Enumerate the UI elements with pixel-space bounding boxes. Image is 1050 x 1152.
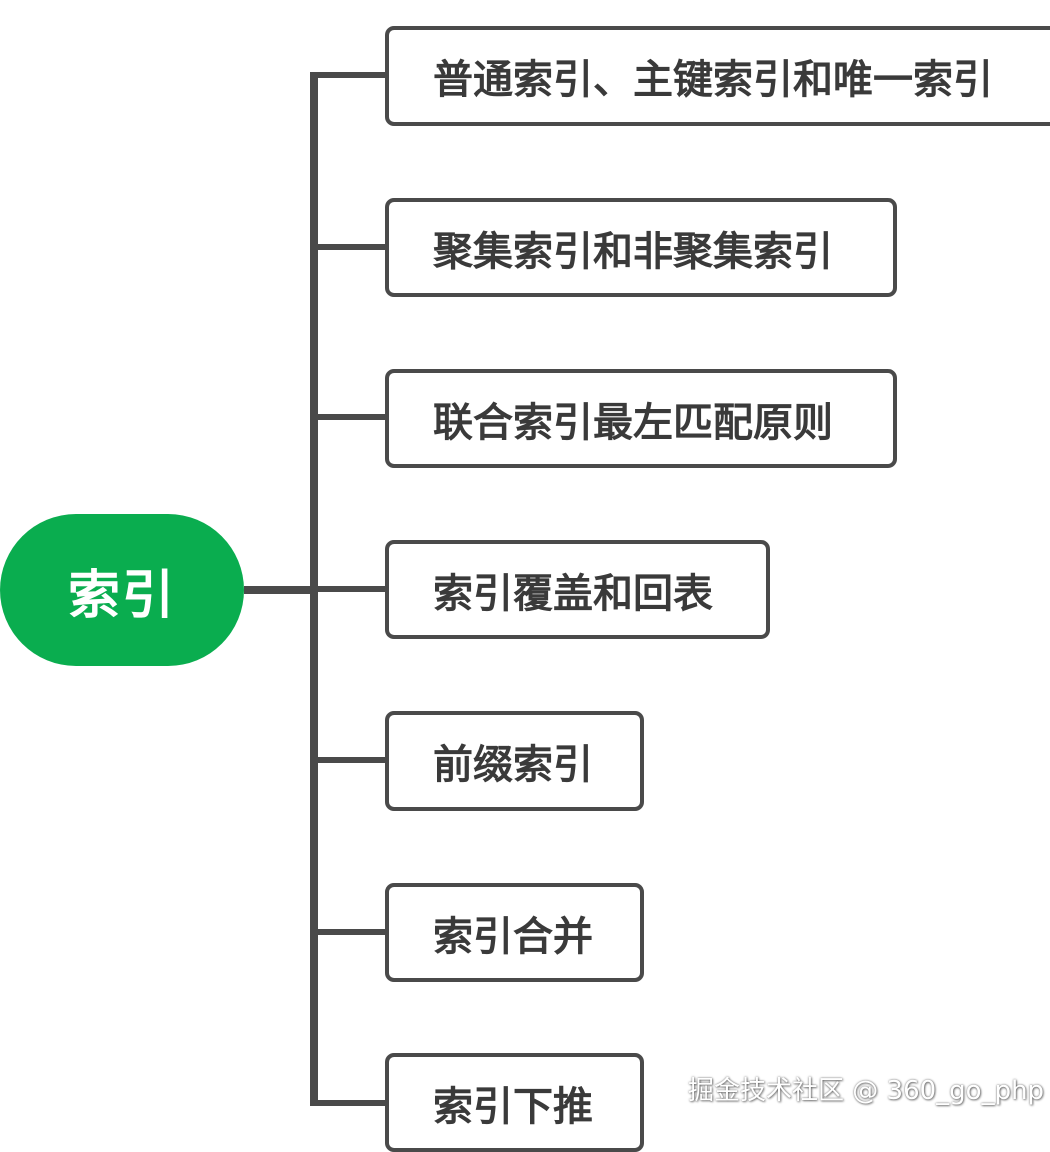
- child-topic-label: 联合索引最左匹配原则: [433, 399, 833, 446]
- child-topic-node-7[interactable]: 索引下推: [385, 1053, 644, 1152]
- child-topic-label: 普通索引、主键索引和唯一索引: [433, 57, 993, 103]
- root-connector-line: [244, 586, 314, 594]
- branch-line-2: [310, 244, 388, 250]
- branch-line-4: [310, 586, 388, 592]
- child-topic-node-4[interactable]: 索引覆盖和回表: [385, 540, 770, 639]
- watermark-text: 掘金技术社区 @ 360_go_php: [688, 1076, 1045, 1106]
- root-topic-label: 索引: [67, 565, 176, 626]
- branch-line-7: [310, 1100, 388, 1106]
- child-topic-node-1[interactable]: 普通索引、主键索引和唯一索引: [385, 26, 1050, 126]
- child-topic-node-6[interactable]: 索引合并: [385, 883, 644, 982]
- child-topic-label: 索引覆盖和回表: [433, 570, 713, 617]
- child-topic-node-5[interactable]: 前缀索引: [385, 711, 644, 811]
- root-topic-node[interactable]: 索引: [0, 514, 244, 666]
- child-topic-label: 索引合并: [433, 913, 593, 960]
- child-topic-label: 聚集索引和非聚集索引: [433, 228, 833, 275]
- branch-line-3: [310, 414, 388, 420]
- branch-line-5: [310, 757, 388, 763]
- child-topic-label: 索引下推: [433, 1083, 593, 1130]
- child-topic-label: 前缀索引: [433, 742, 593, 788]
- child-topic-node-3[interactable]: 联合索引最左匹配原则: [385, 369, 897, 468]
- child-topic-node-2[interactable]: 聚集索引和非聚集索引: [385, 198, 897, 297]
- branch-line-1: [310, 72, 388, 78]
- branch-line-6: [310, 929, 388, 935]
